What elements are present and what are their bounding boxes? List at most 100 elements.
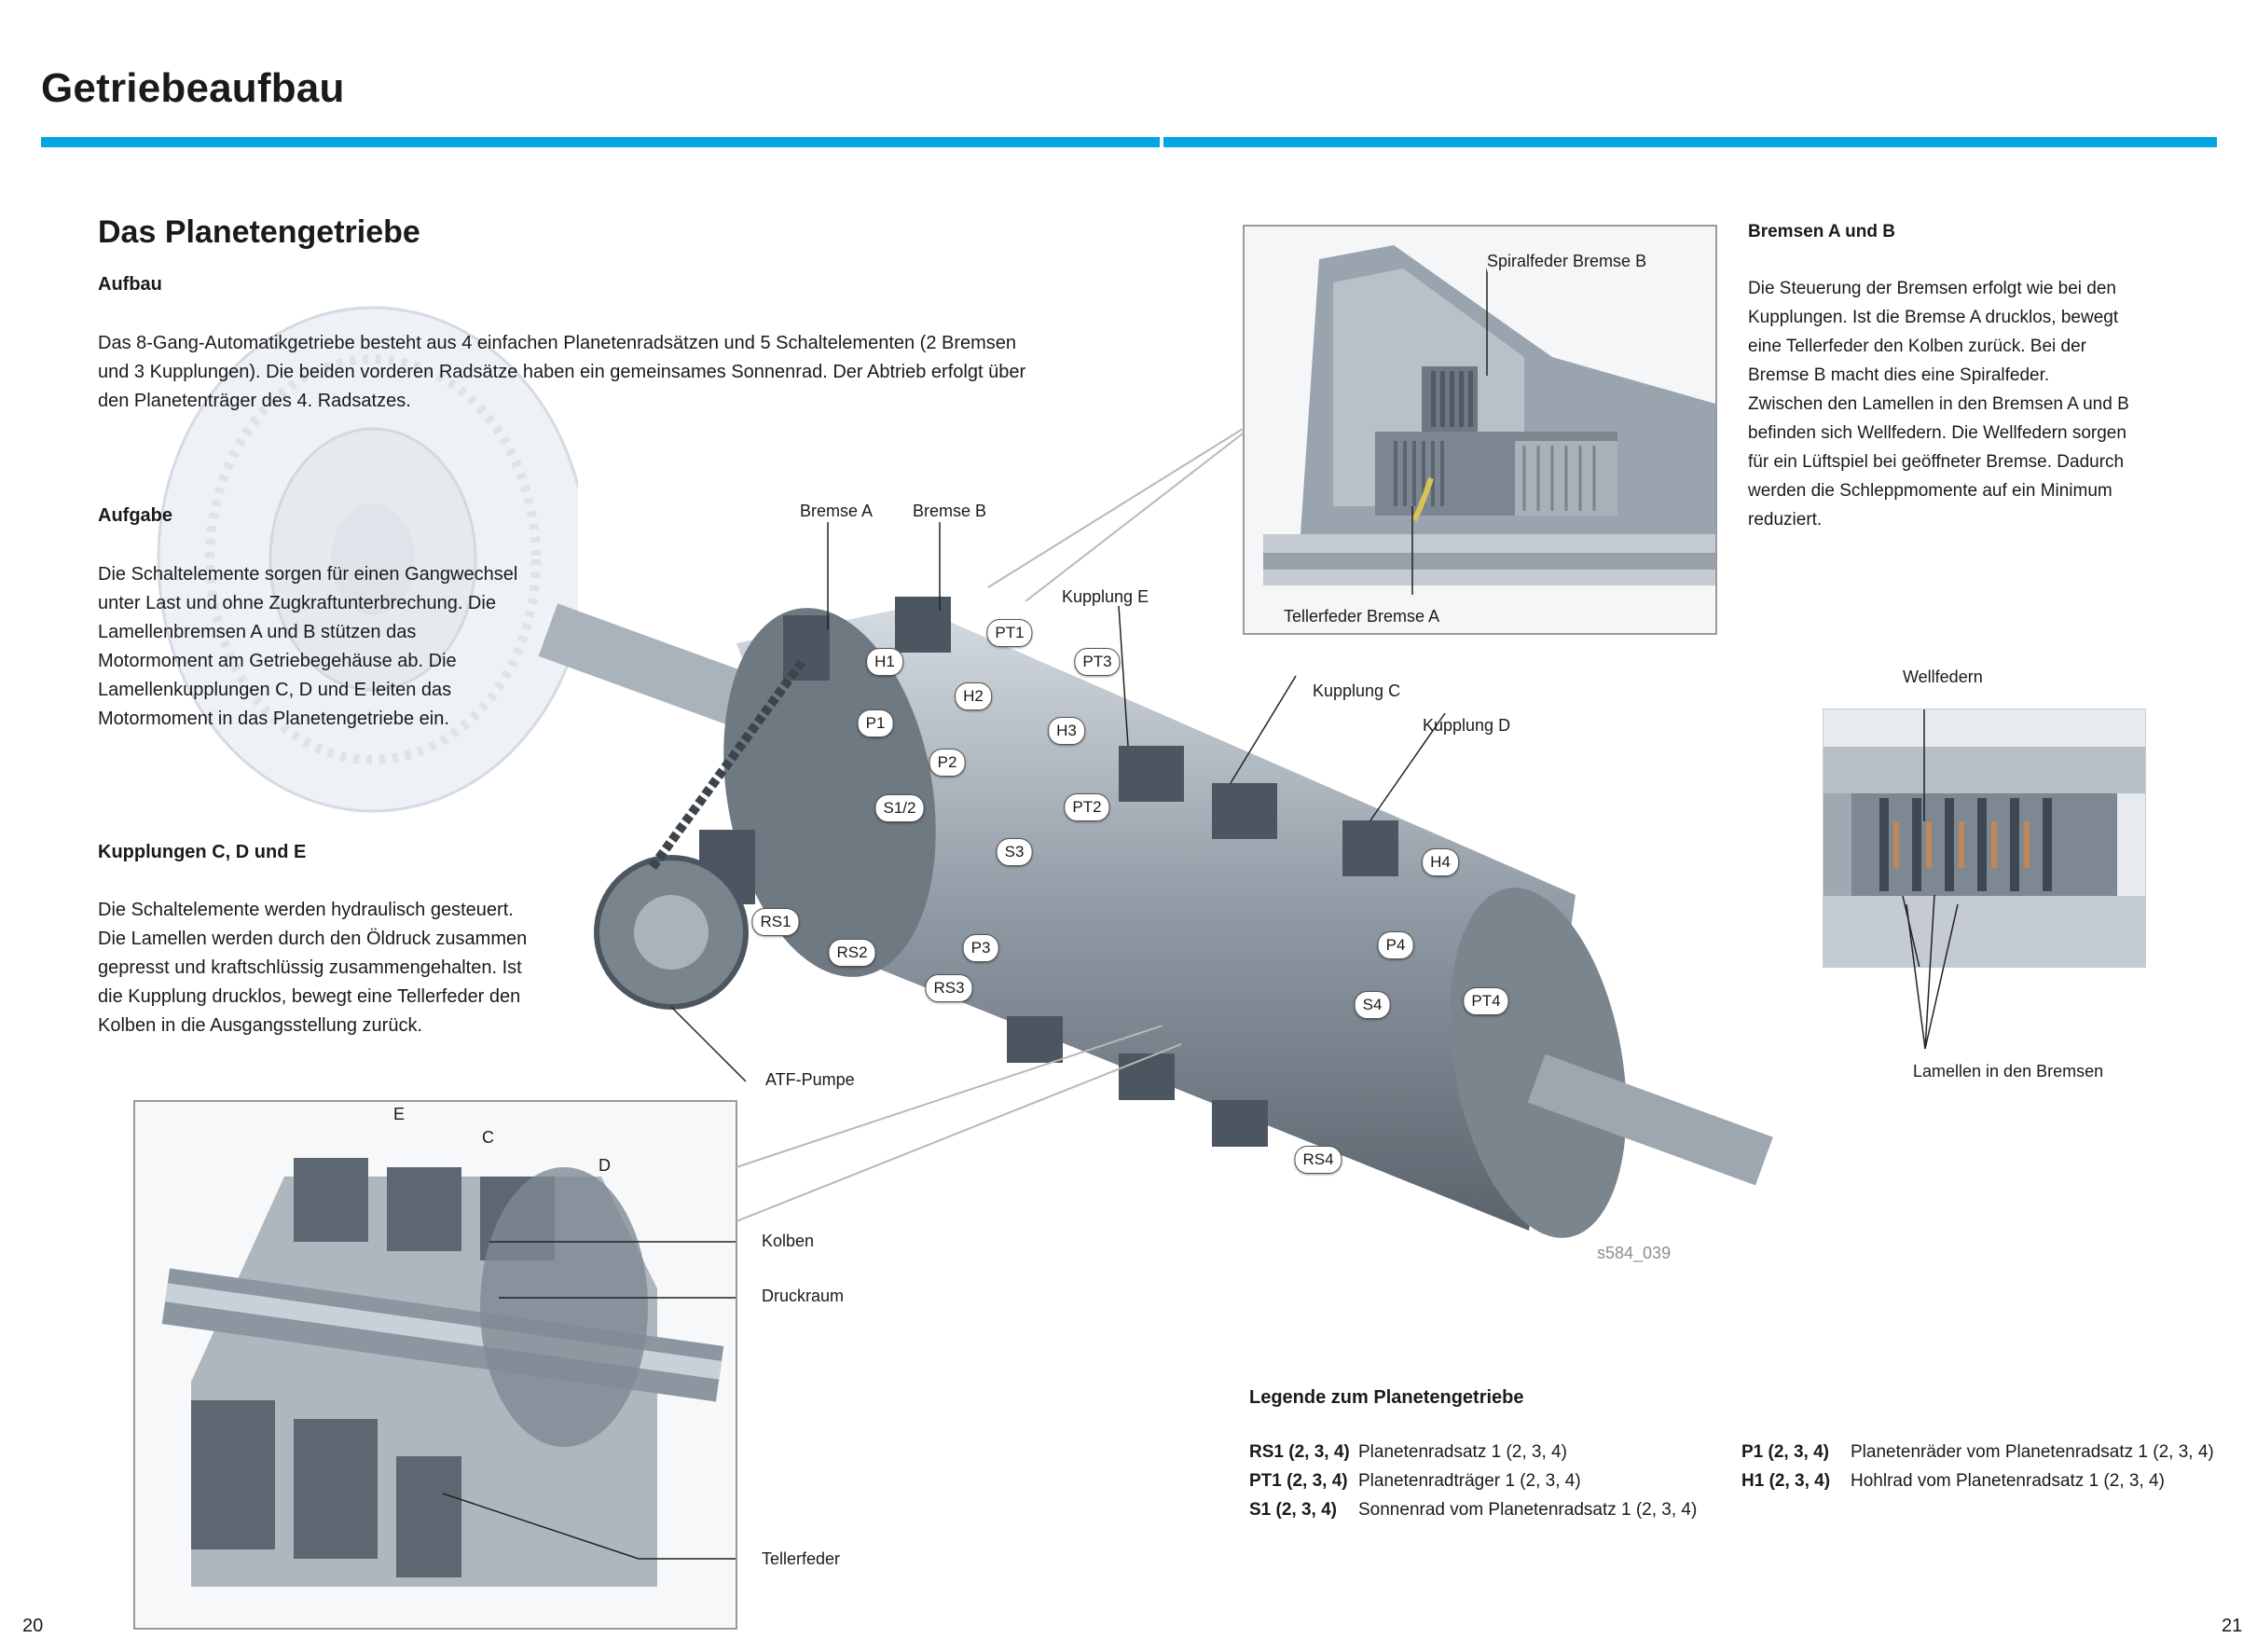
kupplungen-heading: Kupplungen C, D und E: [98, 842, 307, 862]
brake-cutaway-inset: Spiralfeder Bremse B Tellerfeder Bremse …: [1243, 225, 1717, 635]
aufbau-text: Das 8-Gang-Automatikgetriebe besteht aus…: [98, 329, 1105, 416]
bremsen-line: Die Steuerung der Bremsen erfolgt wie be…: [1748, 279, 2117, 298]
legend-title: Legende zum Planetengetriebe: [1249, 1387, 1524, 1408]
label-atf-pumpe: ATF-Pumpe: [765, 1070, 855, 1089]
tag-rs1: RS1: [751, 908, 800, 936]
aufgabe-line: Lamellenbremsen A und B stützen das: [98, 622, 417, 642]
tag-p1: P1: [857, 709, 894, 737]
inset-connector-top: [987, 429, 1244, 602]
aufgabe-line: Motormoment am Getriebegehäuse ab. Die: [98, 651, 457, 671]
legend-row: P1 (2, 3, 4) Planetenräder vom Planetenr…: [1741, 1438, 2214, 1466]
legend-text: Planetenradsatz 1 (2, 3, 4): [1358, 1442, 1567, 1462]
legend-row: H1 (2, 3, 4) Hohlrad vom Planetenradsatz…: [1741, 1466, 2214, 1495]
label-kupplung-c: Kupplung C: [1313, 681, 1401, 700]
torque-converter-illustration: [157, 306, 578, 813]
bremsen-line: befinden sich Wellfedern. Die Wellfedern…: [1748, 423, 2126, 443]
wellfedern-inset: [1823, 709, 2146, 1037]
tag-p4: P4: [1377, 931, 1414, 959]
legend-code: PT1 (2, 3, 4): [1249, 1471, 1348, 1491]
wellfedern-illustration: [1823, 709, 2145, 1037]
tag-h2: H2: [955, 682, 992, 710]
label-tellerfeder: Tellerfeder: [762, 1549, 841, 1568]
tag-p2: P2: [929, 749, 966, 777]
figure-code: s584_039: [1597, 1244, 1672, 1262]
aufgabe-line: Lamellenkupplungen C, D und E leiten das: [98, 680, 452, 700]
legend-row: PT1 (2, 3, 4) Planetenradträger 1 (2, 3,…: [1249, 1466, 1697, 1495]
legend-code: P1 (2, 3, 4): [1741, 1442, 1829, 1462]
kupplungen-line: Die Lamellen werden durch den Öldruck zu…: [98, 929, 528, 949]
bremsen-heading: Bremsen A und B: [1748, 222, 1896, 241]
bremsen-text: Die Steuerung der Bremsen erfolgt wie be…: [1748, 274, 2205, 534]
tag-s3: S3: [996, 838, 1033, 866]
aufbau-line: den Planetenträger des 4. Radsatzes.: [98, 391, 411, 411]
aufgabe-line: Die Schaltelemente sorgen für einen Gang…: [98, 564, 518, 585]
aufbau-line: und 3 Kupplungen). Die beiden vorderen R…: [98, 362, 1026, 382]
tag-pt2: PT2: [1064, 793, 1110, 821]
aufgabe-heading: Aufgabe: [98, 505, 172, 526]
kupplungen-line: Die Schaltelemente werden hydraulisch ge…: [98, 900, 514, 920]
tag-p3: P3: [962, 934, 999, 962]
label-druckraum: Druckraum: [762, 1287, 845, 1305]
kupplungen-line: die Kupplung drucklos, bewegt eine Telle…: [98, 986, 521, 1007]
tag-rs3: RS3: [925, 974, 973, 1002]
legend-code: S1 (2, 3, 4): [1249, 1500, 1337, 1520]
bremsen-line: reduziert.: [1748, 510, 1823, 530]
label-d: D: [599, 1156, 611, 1175]
tag-h3: H3: [1048, 717, 1085, 745]
bremsen-line: eine Tellerfeder den Kolben zurück. Bei …: [1748, 337, 2086, 356]
label-bremse-a: Bremse A: [800, 502, 874, 520]
tag-s4: S4: [1354, 991, 1391, 1019]
aufgabe-line: Motormoment in das Planetengetriebe ein.: [98, 709, 449, 729]
label-spiralfeder: Spiralfeder Bremse B: [1487, 252, 1647, 271]
legend-right-column: P1 (2, 3, 4) Planetenräder vom Planetenr…: [1741, 1438, 2214, 1495]
kupplungen-line: Kolben in die Ausgangsstellung zurück.: [98, 1015, 423, 1036]
tag-h4: H4: [1422, 848, 1459, 876]
label-kupplung-d: Kupplung D: [1423, 716, 1511, 735]
aufgabe-text: Die Schaltelemente sorgen für einen Gang…: [98, 560, 583, 734]
bremsen-line: für ein Lüftspiel bei geöffneter Bremse.…: [1748, 452, 2125, 472]
clutch-cutaway-illustration: [135, 1102, 736, 1628]
page-number-left: 20: [22, 1616, 44, 1636]
legend-text: Hohlrad vom Planetenradsatz 1 (2, 3, 4): [1851, 1471, 2165, 1491]
bremsen-line: Zwischen den Lamellen in den Bremsen A u…: [1748, 394, 2129, 414]
label-kupplung-e: Kupplung E: [1062, 587, 1149, 606]
label-bremse-b: Bremse B: [913, 502, 987, 520]
brake-cutaway-illustration: [1245, 227, 1715, 633]
aufgabe-line: unter Last und ohne Zugkraftunterbrechun…: [98, 593, 496, 613]
legend-text: Planetenradträger 1 (2, 3, 4): [1358, 1471, 1581, 1491]
tag-pt3: PT3: [1074, 648, 1121, 676]
legend-text: Planetenräder vom Planetenradsatz 1 (2, …: [1851, 1442, 2214, 1462]
label-kolben: Kolben: [762, 1232, 815, 1250]
header-rule: [41, 137, 2217, 147]
inset-connector-bottom: [736, 1026, 1182, 1222]
tag-pt1: PT1: [986, 619, 1033, 647]
clutch-cutaway-inset: E C D: [133, 1100, 737, 1630]
legend-left-column: RS1 (2, 3, 4) Planetenradsatz 1 (2, 3, 4…: [1249, 1438, 1697, 1524]
label-lamellen: Lamellen in den Bremsen: [1913, 1062, 2104, 1081]
page-title: Getriebeaufbau: [41, 65, 345, 111]
label-e: E: [393, 1105, 406, 1123]
bremsen-line: Bremse B macht dies eine Spiralfeder.: [1748, 365, 2050, 385]
kupplungen-line: gepresst und kraftschlüssig zusammengeha…: [98, 957, 522, 978]
legend-code: H1 (2, 3, 4): [1741, 1471, 1831, 1491]
label-c: C: [482, 1128, 494, 1147]
header-rule-gap: [1160, 137, 1163, 147]
aufbau-heading: Aufbau: [98, 274, 162, 295]
label-wellfedern: Wellfedern: [1903, 668, 1983, 686]
legend-text: Sonnenrad vom Planetenradsatz 1 (2, 3, 4…: [1358, 1500, 1698, 1520]
legend-code: RS1 (2, 3, 4): [1249, 1442, 1350, 1462]
lamellen-leader-lines: [1906, 895, 1959, 1050]
aufbau-line: Das 8-Gang-Automatikgetriebe besteht aus…: [98, 333, 1017, 353]
tag-rs2: RS2: [828, 939, 876, 967]
section-title: Das Planetengetriebe: [98, 214, 420, 250]
legend-row: S1 (2, 3, 4) Sonnenrad vom Planetenradsa…: [1249, 1495, 1697, 1524]
label-tellerfeder-a: Tellerfeder Bremse A: [1284, 607, 1440, 626]
legend-row: RS1 (2, 3, 4) Planetenradsatz 1 (2, 3, 4…: [1249, 1438, 1697, 1466]
page-number-right: 21: [2222, 1616, 2243, 1636]
bremsen-line: Kupplungen. Ist die Bremse A drucklos, b…: [1748, 308, 2119, 327]
tag-s12: S1/2: [874, 794, 925, 822]
bremsen-line: werden die Schleppmomente auf ein Minimu…: [1748, 481, 2112, 501]
kupplungen-text: Die Schaltelemente werden hydraulisch ge…: [98, 896, 583, 1040]
tag-pt4: PT4: [1463, 987, 1509, 1015]
tag-rs4: RS4: [1294, 1146, 1342, 1174]
